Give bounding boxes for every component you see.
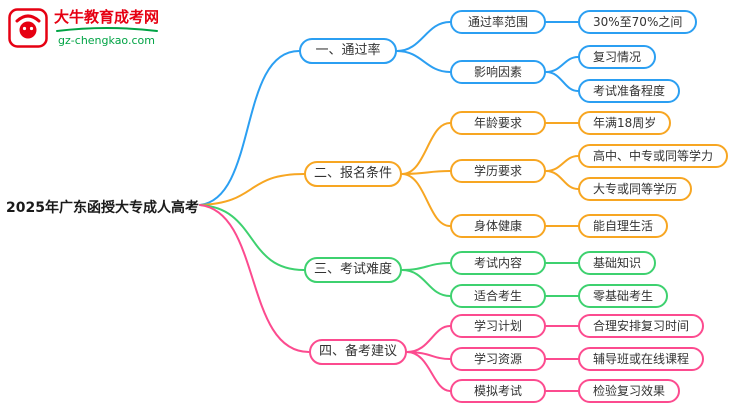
leaf-highschool-equiv: 高中、中专或同等学力	[578, 144, 729, 168]
node-study-plan: 学习计划	[450, 314, 546, 338]
node-suitable-candidates: 适合考生	[450, 284, 546, 308]
bull-logo-icon	[8, 8, 48, 48]
branch-registration: 二、报名条件	[304, 161, 402, 187]
leaf-pass-rate-value: 30%至70%之间	[578, 10, 698, 34]
edge-root-branch3	[199, 204, 305, 271]
node-age-requirement: 年龄要求	[450, 111, 546, 135]
node-exam-content: 考试内容	[450, 251, 546, 275]
edge-branch2-node3	[401, 173, 451, 227]
edge-node4-leaf2	[545, 170, 579, 190]
site-name: 大牛教育成考网	[54, 8, 160, 26]
leaf-review-status: 复习情况	[578, 45, 657, 69]
branch-pass-rate: 一、通过率	[299, 38, 397, 64]
node-influence-factors: 影响因素	[450, 60, 546, 84]
site-url: gz-chengkao.com	[58, 34, 155, 47]
edge-branch3-node2	[401, 269, 451, 297]
edge-node2-leaf1	[545, 56, 579, 73]
edge-branch4-node3	[406, 351, 451, 392]
node-pass-rate-range: 通过率范围	[450, 10, 546, 34]
edge-node2-leaf2	[545, 71, 579, 92]
node-health-requirement: 身体健康	[450, 214, 546, 238]
leaf-mock-effect: 检验复习效果	[578, 379, 681, 403]
edge-branch4-node1	[406, 325, 451, 353]
site-logo: 大牛教育成考网 gz-chengkao.com	[8, 8, 159, 48]
edge-root-branch4	[199, 204, 310, 353]
branch-difficulty: 三、考试难度	[304, 257, 402, 283]
edge-branch2-node2	[401, 170, 451, 175]
edge-branch3-node1	[401, 262, 451, 271]
leaf-exam-preparation: 考试准备程度	[578, 79, 681, 103]
edge-branch1-node1	[396, 21, 451, 52]
leaf-tutoring-courses: 辅导班或在线课程	[578, 347, 705, 371]
edge-branch1-node2	[396, 50, 451, 73]
leaf-age-18: 年满18周岁	[578, 111, 672, 135]
edge-root-branch2	[199, 173, 305, 206]
logo-swoosh-icon	[55, 27, 158, 32]
leaf-basic-knowledge: 基础知识	[578, 251, 657, 275]
leaf-college-equiv: 大专或同等学历	[578, 177, 693, 201]
node-education-requirement: 学历要求	[450, 159, 546, 183]
node-study-resources: 学习资源	[450, 347, 546, 371]
edge-branch2-node1	[401, 122, 451, 175]
node-mock-exam: 模拟考试	[450, 379, 546, 403]
edge-node4-leaf1	[545, 155, 579, 172]
root-topic: 2025年广东函授大专成人高考	[6, 200, 199, 216]
leaf-plan-time: 合理安排复习时间	[578, 314, 705, 338]
branch-advice: 四、备考建议	[309, 339, 407, 365]
leaf-self-care: 能自理生活	[578, 214, 669, 238]
edge-root-branch1	[199, 50, 300, 206]
leaf-zero-base: 零基础考生	[578, 284, 669, 308]
